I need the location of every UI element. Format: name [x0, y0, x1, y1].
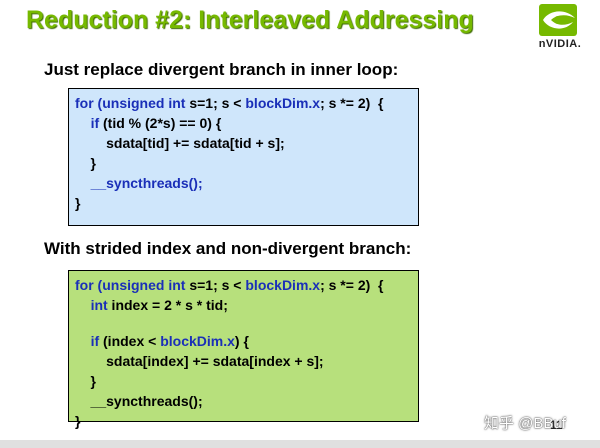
code-line: sdata[tid] += sdata[tid + s];: [75, 133, 418, 153]
code-line: for (unsigned int s=1; s < blockDim.x; s…: [75, 275, 418, 295]
code-text: }: [75, 195, 81, 211]
page-number: 11: [550, 418, 563, 432]
code-keyword: for (: [75, 95, 103, 111]
code-text: }: [75, 373, 97, 389]
code-keyword: blockDim.x: [245, 277, 321, 293]
code-keyword: __syncthreads();: [90, 175, 203, 191]
code-text: }: [75, 413, 81, 429]
nvidia-logo: nVIDIA.: [528, 4, 592, 50]
code-line: for (unsigned int s=1; s < blockDim.x; s…: [75, 93, 418, 113]
code-keyword: blockDim.x: [245, 95, 321, 111]
code-line: }: [75, 193, 418, 213]
section2-heading: With strided index and non-divergent bra…: [44, 239, 412, 258]
code-text: index = 2 * s * tid;: [107, 297, 228, 313]
code-text: s=1; s <: [185, 277, 246, 293]
code-text: (index <: [99, 333, 161, 349]
code-keyword: int: [90, 297, 108, 313]
nvidia-wordmark: nVIDIA.: [538, 38, 582, 50]
code-text: s=1; s <: [185, 95, 246, 111]
code-keyword: blockDim.x: [160, 333, 235, 349]
code-line: }: [75, 371, 418, 391]
code-text: }: [75, 155, 97, 171]
code-line: if (tid % (2*s) == 0) {: [75, 113, 418, 133]
code-line: }: [75, 153, 418, 173]
code-text: ) {: [234, 333, 249, 349]
code-keyword: for (: [75, 277, 103, 293]
code-line: }: [75, 411, 418, 431]
code-line: sdata[index] += sdata[index + s];: [75, 351, 418, 371]
code-line: int index = 2 * s * tid;: [75, 295, 418, 315]
code-text: __syncthreads();: [75, 393, 203, 409]
watermark: 知乎 @BBuf: [484, 415, 566, 432]
nvidia-eye-icon: [539, 4, 577, 36]
code-text: [75, 297, 91, 313]
code-text: ; s *= 2) {: [320, 95, 384, 111]
code-keyword: if: [90, 333, 100, 349]
slide-title: Reduction #2: Interleaved Addressing: [26, 6, 474, 34]
code-line: __syncthreads();: [75, 391, 418, 411]
code-line: __syncthreads();: [75, 173, 418, 193]
code-keyword: unsigned int: [102, 95, 186, 111]
code-text: sdata[tid] += sdata[tid + s];: [75, 135, 285, 151]
code-block-strided: for (unsigned int s=1; s < blockDim.x; s…: [68, 270, 419, 429]
code-keyword: if: [90, 115, 100, 131]
code-text: [75, 333, 91, 349]
code-block-divergent: for (unsigned int s=1; s < blockDim.x; s…: [68, 88, 419, 226]
code-line: if (index < blockDim.x) {: [75, 331, 418, 351]
bottom-bar: [0, 440, 600, 448]
code-text: sdata[index] += sdata[index + s];: [75, 353, 324, 369]
code-line: [75, 315, 418, 331]
section1-heading: Just replace divergent branch in inner l…: [44, 60, 399, 79]
code-text: (tid % (2*s) == 0) {: [99, 115, 222, 131]
code-text: [75, 115, 91, 131]
code-text: ; s *= 2) {: [320, 277, 384, 293]
code-text: [75, 175, 91, 191]
code-keyword: unsigned int: [102, 277, 186, 293]
